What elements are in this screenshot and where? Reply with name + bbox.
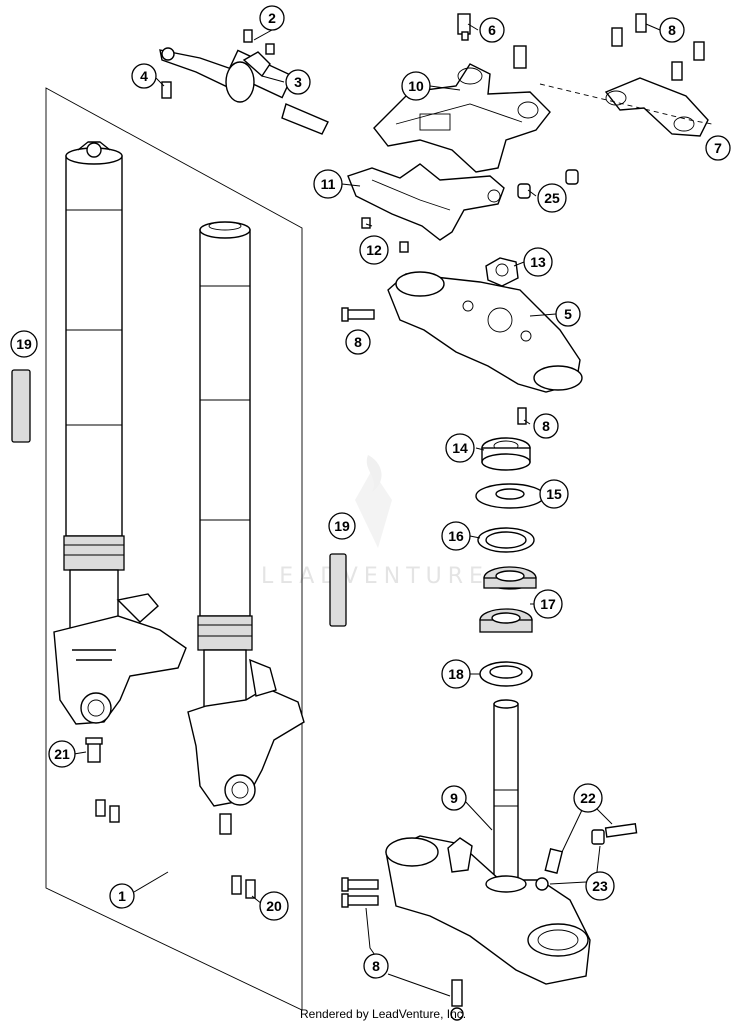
callout-10: 10 [401,71,431,101]
svg-text:12: 12 [366,242,382,258]
right-fork-leg [187,221,305,807]
svg-text:16: 16 [448,528,464,544]
svg-text:13: 13 [530,254,546,270]
callout-4: 4 [131,63,157,89]
footer-credit: Rendered by LeadVenture, Inc. [300,1007,466,1021]
svg-text:4: 4 [140,68,148,84]
svg-text:23: 23 [592,878,608,894]
watermark-text: LEADVENTURE [261,564,489,589]
callout-8-upper-clamp-bolt: 8 [345,329,371,355]
reflector-left [11,369,31,443]
callout-11: 11 [313,169,343,199]
callout-6: 6 [479,17,505,43]
watermark-logo [355,455,392,548]
svg-text:14: 14 [452,440,468,456]
handlebar-mount-group [347,13,713,253]
callout-2: 2 [259,5,285,31]
callout-8-upper-clamp-screw: 8 [533,413,559,439]
callout-14: 14 [445,433,475,463]
svg-text:25: 25 [544,190,560,206]
callout-17: 17 [533,589,563,619]
svg-text:17: 17 [540,596,556,612]
svg-text:15: 15 [546,486,562,502]
svg-text:5: 5 [564,306,572,322]
reflector-right [329,553,347,627]
callout-20: 20 [259,891,289,921]
svg-text:9: 9 [450,790,458,806]
upper-triple-clamp-group [341,257,583,425]
fork-bolts [85,737,256,899]
callout-3: 3 [285,69,311,95]
svg-text:3: 3 [294,74,302,90]
callout-8-lower-bolt: 8 [363,953,389,979]
steering-damper-group [159,29,329,135]
callout-5: 5 [555,301,581,327]
callout-19-left: 19 [10,330,38,358]
fork-assembly-outline [45,87,303,1011]
svg-text:8: 8 [668,22,676,38]
svg-text:11: 11 [321,176,336,192]
svg-text:6: 6 [488,22,496,38]
svg-text:19: 19 [334,518,350,534]
svg-text:7: 7 [714,140,722,156]
svg-text:1: 1 [118,888,126,904]
svg-text:2: 2 [268,10,276,26]
callout-9: 9 [441,785,467,811]
callout-15: 15 [539,479,569,509]
svg-text:8: 8 [372,958,380,974]
fork-assembly-group [11,87,347,1011]
lower-triple-clamp-group [341,699,638,1021]
svg-text:18: 18 [448,666,464,682]
callout-16: 16 [441,521,471,551]
svg-text:10: 10 [408,78,424,94]
bearing-stack-group [475,437,545,687]
callout-23: 23 [585,871,615,901]
callout-1: 1 [109,883,135,909]
callout-8-top-right: 8 [659,17,685,43]
left-fork-leg [53,141,187,725]
callout-21: 21 [48,740,76,768]
callout-22: 22 [573,783,603,813]
svg-text:20: 20 [266,898,282,914]
svg-text:8: 8 [354,334,362,350]
callout-12: 12 [359,235,389,265]
callout-7: 7 [705,135,731,161]
svg-text:19: 19 [16,336,32,352]
svg-text:22: 22 [580,790,596,806]
svg-text:21: 21 [54,746,70,762]
callout-25: 25 [537,183,567,213]
callout-18: 18 [441,659,471,689]
svg-text:8: 8 [542,418,550,434]
callout-19-right: 19 [328,512,356,540]
callout-13: 13 [523,247,553,277]
